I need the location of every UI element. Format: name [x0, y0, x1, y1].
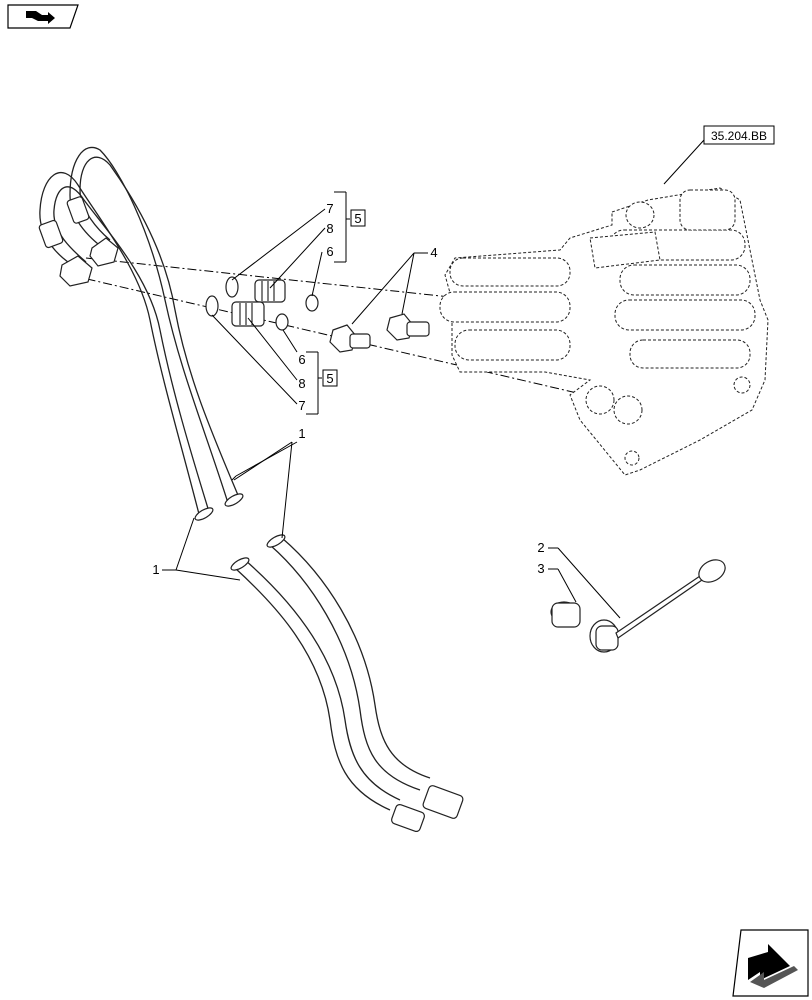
- callout-4: 4: [430, 245, 437, 260]
- fittings-lower: [205, 295, 289, 331]
- upper-hose-pair: [38, 146, 244, 521]
- callout-5-upper: 5: [354, 211, 361, 226]
- dust-cap-and-plug: [550, 559, 726, 653]
- lower-hose-pair: [230, 534, 464, 833]
- callout-1-upper: 1: [298, 426, 305, 441]
- book-arrow-icon[interactable]: [7, 4, 79, 29]
- reference-callout[interactable]: 35.204.BB: [663, 125, 775, 185]
- assembly-centerlines: [69, 257, 591, 397]
- quick-couplers: [329, 313, 430, 353]
- callout-labels: 7 8 6 5 6 8 7 5 4 1 1 2 3: [152, 201, 544, 577]
- callout-6-upper: 6: [326, 244, 333, 259]
- callout-7-lower: 7: [298, 398, 305, 413]
- callout-8-upper: 8: [326, 221, 333, 236]
- callout-3: 3: [537, 561, 544, 576]
- callout-5-lower: 5: [326, 371, 333, 386]
- callout-7-upper: 7: [326, 201, 333, 216]
- next-page-arrow-icon[interactable]: [732, 929, 809, 997]
- control-valve-assembly: [439, 187, 769, 476]
- leader-lines: [162, 191, 621, 619]
- callout-8-lower: 8: [298, 376, 305, 391]
- callout-1-lower: 1: [152, 562, 159, 577]
- callout-6-lower: 6: [298, 352, 305, 367]
- callout-2: 2: [537, 540, 544, 555]
- reference-label: 35.204.BB: [711, 129, 767, 143]
